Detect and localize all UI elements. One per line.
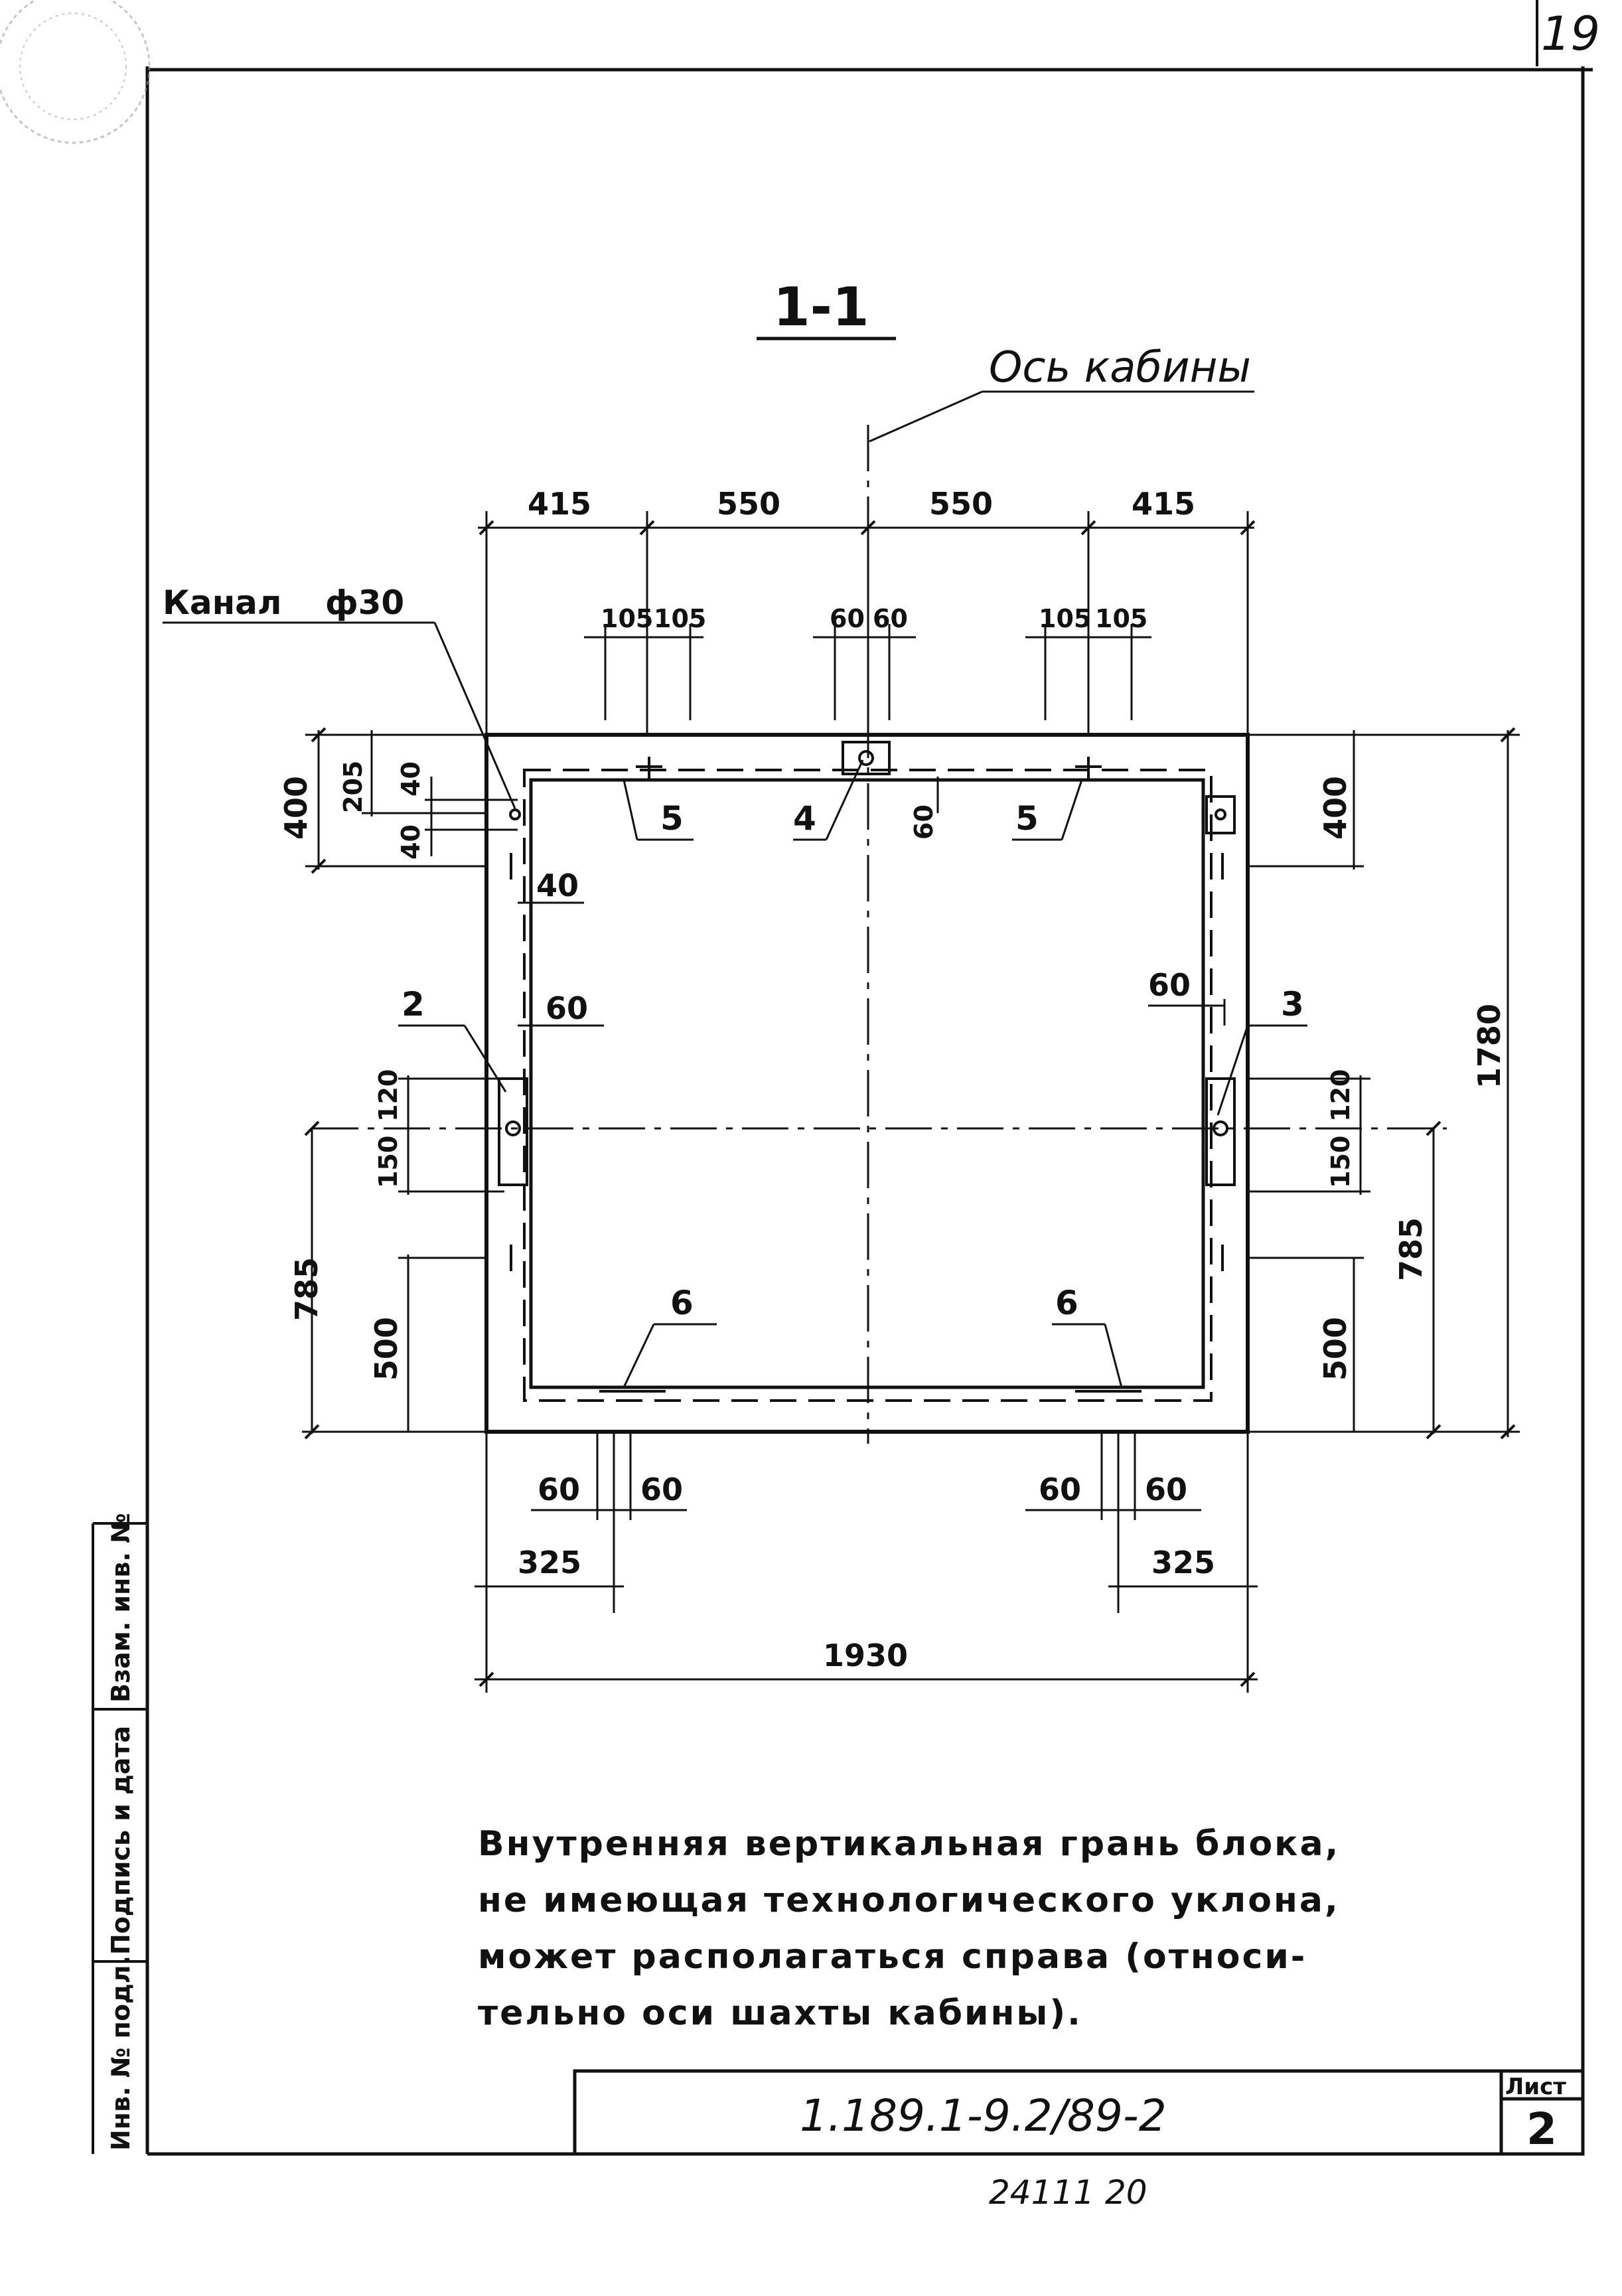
callout-5-right: 5 <box>1015 799 1039 838</box>
dim-top-60-a: 60 <box>830 604 865 633</box>
dim-left-40-a: 40 <box>396 761 425 797</box>
dim-bottom-60-c: 60 <box>1039 1472 1081 1507</box>
callout-6-left: 6 <box>670 1284 694 1322</box>
title-block <box>573 2069 1585 2156</box>
callout-3: 3 <box>1281 985 1304 1024</box>
dim-top-105-b: 105 <box>654 604 706 633</box>
approval-stamp-strip <box>92 1522 147 2154</box>
callout-leaders <box>398 759 1307 1388</box>
dim-left-400: 400 <box>278 776 314 840</box>
dim-right-500: 500 <box>1317 1317 1353 1381</box>
callout-5-left: 5 <box>660 799 684 838</box>
stamp-inventory-number: Инв. № подл. <box>106 1955 135 2151</box>
dim-top-415-left: 415 <box>528 486 591 522</box>
stamp-replacement-number: Взам. инв. № <box>106 1513 135 1703</box>
dim-bottom-60-d: 60 <box>1145 1472 1187 1507</box>
dimension-labels-top: 415 550 550 415 105 105 60 60 105 105 60 <box>528 486 1195 840</box>
dimension-lines-right <box>936 730 1520 1437</box>
center-lines <box>312 425 1447 1444</box>
channel-diameter: ф30 <box>325 583 404 622</box>
dimension-labels-bottom: 60 60 60 60 325 325 1930 <box>518 1472 1215 1673</box>
tick-marks <box>510 757 1224 1271</box>
sheet-label: Лист <box>1505 2074 1566 2100</box>
dim-top-105-c: 105 <box>1039 604 1091 633</box>
cabin-axis-leader <box>869 390 983 443</box>
dim-bottom-325-right: 325 <box>1151 1545 1215 1580</box>
section-title: 1-1 <box>773 276 869 338</box>
callout-6-right: 6 <box>1055 1284 1078 1322</box>
dimension-labels-left: 400 205 40 40 120 150 785 500 40 60 <box>278 761 588 1381</box>
dimension-lines-top <box>478 511 1254 735</box>
channel-callout <box>163 621 516 809</box>
dim-left-785: 785 <box>289 1257 325 1321</box>
dimension-labels-right: 400 1780 60 120 150 785 500 <box>1148 776 1507 1381</box>
footer-code: 24111 20 <box>989 2173 1147 2212</box>
dim-bottom-325-left: 325 <box>518 1545 581 1580</box>
dim-top-105-d: 105 <box>1095 604 1147 633</box>
document-code: 1.189.1-9.2/89-2 <box>800 2090 1167 2141</box>
dim-overall-width: 1930 <box>823 1638 908 1673</box>
dim-right-400: 400 <box>1317 776 1353 840</box>
dim-right-1780: 1780 <box>1471 1004 1507 1089</box>
dimension-lines-bottom <box>475 1432 1258 1693</box>
dim-top-60-b: 60 <box>873 604 908 633</box>
dim-top-105-a: 105 <box>601 604 653 633</box>
embedded-details <box>498 741 1236 1393</box>
dim-right-120: 120 <box>1326 1069 1355 1122</box>
dim-left-40-horizontal: 40 <box>536 868 579 903</box>
channel-label: Канал <box>163 583 282 622</box>
dimension-ticks <box>304 520 1516 1687</box>
dim-right-785: 785 <box>1393 1217 1429 1281</box>
dim-top-550-right: 550 <box>929 486 993 522</box>
dim-top-415-right: 415 <box>1132 486 1195 522</box>
note-line-1: Внутренняя вертикальная грань блока, <box>478 1824 1340 1864</box>
faded-stamp <box>0 0 151 144</box>
dim-bottom-60-b: 60 <box>640 1472 683 1507</box>
dimension-lines-left <box>302 730 604 1434</box>
dim-bottom-60-a: 60 <box>538 1472 580 1507</box>
dim-left-150: 150 <box>374 1136 403 1188</box>
stamp-signature-date: Подпись и дата <box>106 1726 135 1955</box>
callout-4: 4 <box>793 799 816 838</box>
dim-vertical-60: 60 <box>909 804 938 840</box>
dim-left-40-b: 40 <box>396 824 425 860</box>
note-line-3: может располагаться справа (относи- <box>478 1937 1307 1977</box>
dim-right-150: 150 <box>1326 1136 1355 1188</box>
note-line-2: не имеющая технологического уклона, <box>478 1880 1340 1920</box>
callout-2: 2 <box>402 985 425 1024</box>
dim-left-60-horizontal: 60 <box>546 990 588 1026</box>
note-line-4: тельно оси шахты кабины). <box>478 1993 1082 2033</box>
dim-right-60: 60 <box>1148 967 1191 1003</box>
sheet-number: 2 <box>1526 2104 1557 2155</box>
general-note: Внутренняя вертикальная грань блока, не … <box>478 1824 1340 2033</box>
cabin-axis-label: Ось кабины <box>989 343 1251 392</box>
dim-left-205: 205 <box>338 761 368 813</box>
dim-left-500: 500 <box>368 1317 404 1381</box>
dim-left-120: 120 <box>374 1069 403 1122</box>
dim-top-550-left: 550 <box>717 486 780 522</box>
page-number: 19 <box>1541 7 1600 61</box>
